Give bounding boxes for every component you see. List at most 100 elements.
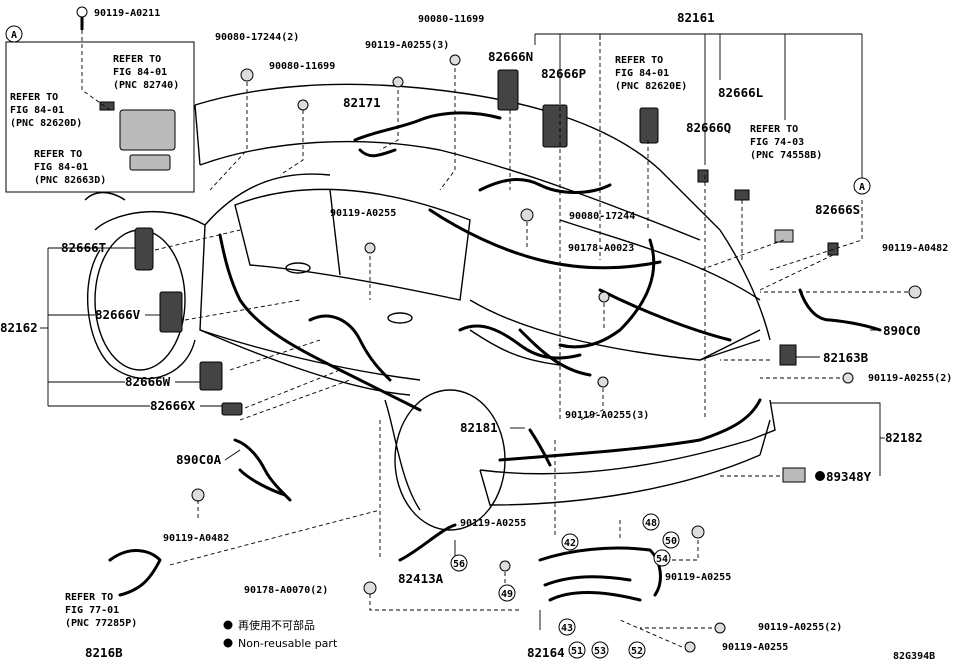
label-82666S: 82666S [815, 202, 860, 217]
marker-a-right: A [853, 177, 871, 195]
svg-text:REFER TO: REFER TO [750, 124, 798, 135]
label-90119-A0255-a: 90119-A0255 [330, 208, 396, 219]
bolt-icon [684, 641, 696, 653]
ref-note-82663D: REFER TO FIG 84-01 (PNC 82663D) [34, 149, 106, 186]
svg-text:REFER TO: REFER TO [113, 54, 161, 65]
marker-a-left-label: A [11, 30, 17, 41]
connector-82666V [159, 291, 183, 333]
reference-notes: REFER TO FIG 84-01 (PNC 82740) REFER TO … [10, 54, 822, 629]
label-82666W: 82666W [125, 374, 171, 389]
label-82666T: 82666T [61, 240, 106, 255]
svg-text:54: 54 [656, 554, 668, 565]
bolt-icon [449, 54, 461, 66]
svg-text:FIG 84-01: FIG 84-01 [615, 68, 669, 79]
bolt-icon [714, 622, 726, 634]
inset-reference-box [5, 41, 195, 193]
svg-text:48: 48 [645, 518, 657, 529]
callout-54: 54 [653, 549, 671, 567]
svg-text:REFER TO: REFER TO [615, 55, 663, 66]
callout-56: 56 [450, 554, 468, 572]
callout-48: 48 [642, 513, 660, 531]
connector-82666P [542, 104, 568, 148]
fastener-labels: 90119-A0211 90080-17244(2) 90080-11699 9… [94, 8, 952, 662]
non-reusable-dot-icon [223, 638, 233, 648]
svg-text:FIG 74-03: FIG 74-03 [750, 137, 804, 148]
clip-icon [363, 581, 377, 595]
svg-text:42: 42 [564, 538, 576, 549]
label-890C0A: 890C0A [176, 452, 222, 467]
clip-icon [240, 68, 254, 82]
svg-text:FIG 77-01: FIG 77-01 [65, 605, 119, 616]
bracket-74558B [774, 229, 794, 243]
ref-note-82740: REFER TO FIG 84-01 (PNC 82740) [113, 54, 179, 91]
vehicle-body-outline [84, 83, 776, 531]
ref-note-77285P: REFER TO FIG 77-01 (PNC 77285P) [65, 592, 137, 629]
connector-82666Q [697, 169, 709, 183]
bolt-icon [597, 376, 609, 388]
svg-text:(PNC 82620D): (PNC 82620D) [10, 118, 82, 129]
label-82666Q: 82666Q [686, 120, 731, 135]
label-82666L: 82666L [718, 85, 764, 100]
part-labels: 82161 82171 82162 82181 82182 82164 8216… [0, 10, 923, 660]
svg-text:53: 53 [594, 646, 606, 657]
connector-82666X [221, 402, 243, 416]
legend-jp: 再使用不可部品 [238, 618, 315, 632]
callout-43: 43 [558, 618, 576, 636]
bolt-icon [499, 560, 511, 572]
bolt-icon [364, 242, 376, 254]
label-82162: 82162 [0, 320, 38, 335]
label-90119-A0255-d: 90119-A0255 [722, 642, 788, 653]
connector-82666W [199, 361, 223, 391]
part-symbols [99, 69, 839, 483]
clip-icon [520, 208, 534, 222]
clip-icon [598, 291, 610, 303]
clip-icon [297, 99, 309, 111]
svg-text:(PNC 82740): (PNC 82740) [113, 80, 179, 91]
solid-leaders [40, 33, 885, 630]
harness-lines [108, 111, 882, 602]
label-82163B: 82163B [823, 350, 869, 365]
label-90119-A0255-3b: 90119-A0255(3) [565, 410, 649, 421]
label-90119-A0255-c: 90119-A0255 [665, 572, 731, 583]
label-90119-A0482-a: 90119-A0482 [882, 243, 948, 254]
svg-text:56: 56 [453, 559, 465, 570]
svg-text:REFER TO: REFER TO [10, 92, 58, 103]
ref-note-74558B: REFER TO FIG 74-03 (PNC 74558B) [750, 124, 822, 161]
ref-note-82620D: REFER TO FIG 84-01 (PNC 82620D) [10, 92, 82, 129]
bolt-icon [691, 525, 705, 539]
label-82182: 82182 [885, 430, 923, 445]
svg-text:(PNC 82663D): (PNC 82663D) [34, 175, 106, 186]
ecu-82740 [119, 109, 176, 151]
label-90119-A0255-3a: 90119-A0255(3) [365, 40, 449, 51]
bolt-icon [76, 6, 88, 30]
connector-82666T [134, 227, 154, 271]
label-90080-11699-b: 90080-11699 [418, 14, 484, 25]
non-reusable-dot-icon [223, 620, 233, 630]
callout-49: 49 [498, 584, 516, 602]
dashed-leaders [81, 30, 908, 648]
legend-en: Non-reusable part [238, 637, 338, 650]
label-82161: 82161 [677, 10, 715, 25]
callout-51: 51 [568, 641, 586, 659]
ecu-82620D [99, 101, 115, 111]
svg-text:52: 52 [631, 646, 643, 657]
label-90080-11699-a: 90080-11699 [269, 61, 335, 72]
ecu-82663D [129, 154, 171, 171]
connector-82666L [734, 189, 750, 201]
label-90178-A0023: 90178-A0023 [568, 243, 634, 254]
svg-text:FIG 84-01: FIG 84-01 [34, 162, 88, 173]
label-82666P: 82666P [541, 66, 586, 81]
label-82171: 82171 [343, 95, 381, 110]
label-82666V: 82666V [95, 307, 141, 322]
svg-text:(PNC 77285P): (PNC 77285P) [65, 618, 137, 629]
label-90178-A0070-2: 90178-A0070(2) [244, 585, 328, 596]
connector-82666N [497, 69, 519, 111]
bolt-icon [908, 285, 922, 299]
svg-text:FIG 84-01: FIG 84-01 [10, 105, 64, 116]
label-90119-A0255-b: 90119-A0255 [460, 518, 526, 529]
label-90119-A0255-2a: 90119-A0255(2) [868, 373, 952, 384]
bolt-icon [842, 372, 854, 384]
bolt-icon [191, 488, 205, 502]
label-90080-17244-2: 90080-17244(2) [215, 32, 299, 43]
